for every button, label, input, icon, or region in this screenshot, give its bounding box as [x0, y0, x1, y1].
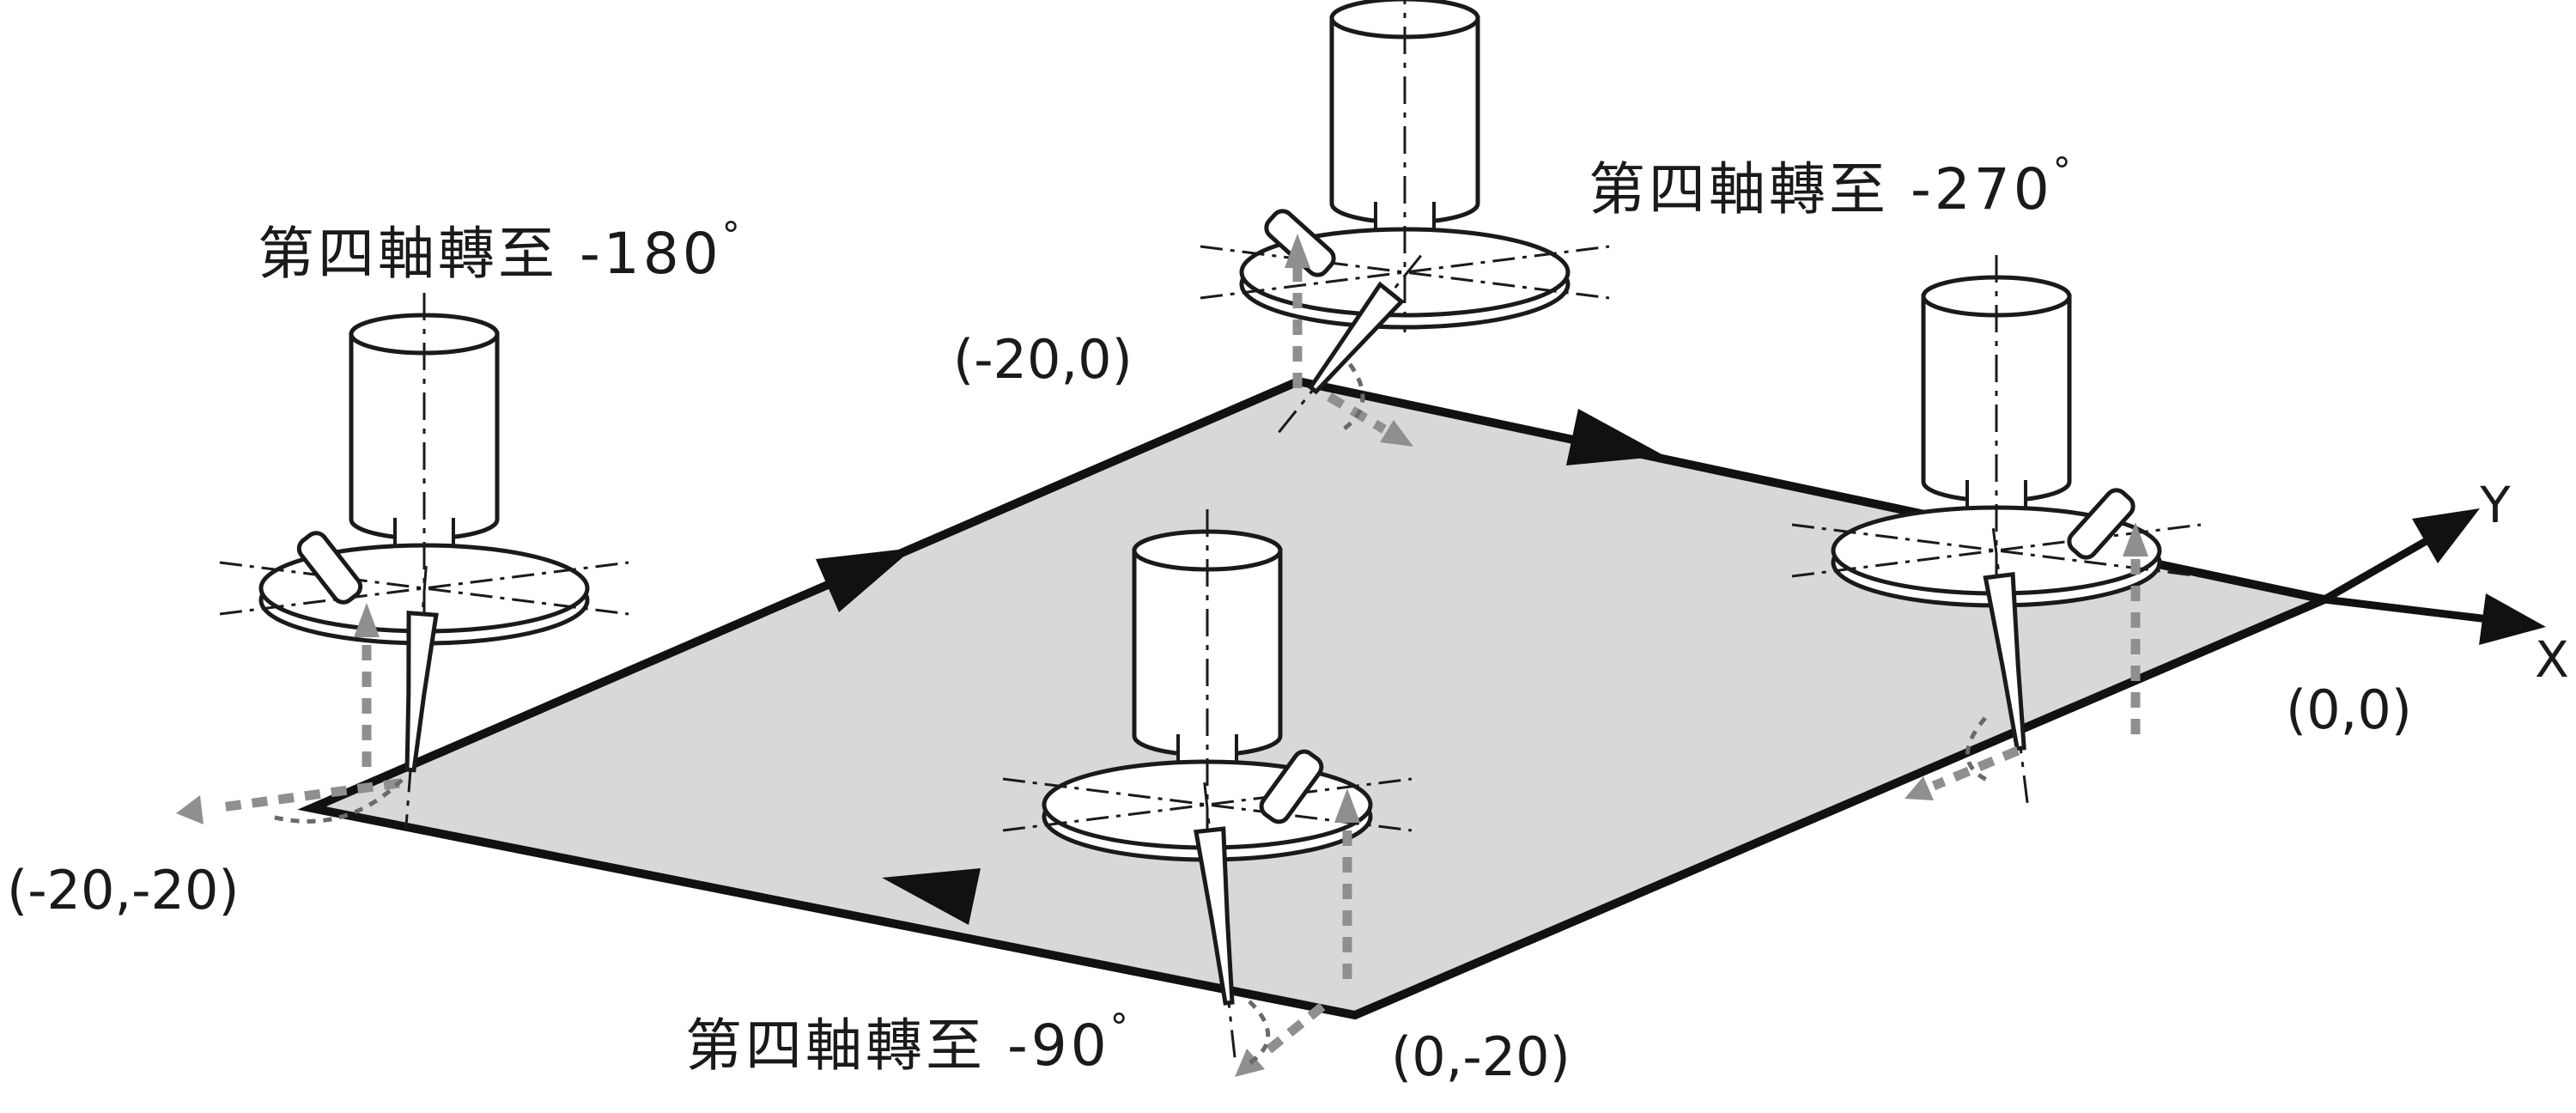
- diagonal-arrow-icon: [1380, 420, 1413, 447]
- toolpath-direction-arrows: [816, 409, 1665, 925]
- spindle-assembly-180: [220, 293, 629, 830]
- x-axis-line: [2324, 595, 2489, 623]
- y-axis-line: [2322, 532, 2438, 603]
- spindle-assembly-90: [1003, 509, 1412, 1061]
- label-rotation-270: 第四軸轉至 -270°: [1589, 149, 2075, 222]
- spindle-assembly-270: [1200, 0, 1609, 436]
- probe-tool: [1275, 254, 1422, 436]
- spindle-assembly-origin: [1792, 255, 2201, 806]
- edge-arrow-up-right-icon: [816, 548, 914, 612]
- reference-pin: [296, 531, 363, 605]
- y-axis-arrow-icon: [2412, 508, 2480, 563]
- label-rotation-90: 第四軸轉至 -90°: [685, 1006, 1132, 1079]
- coord-label-bottom: (0,-20): [1391, 1025, 1571, 1088]
- coord-label-left: (-20,-20): [7, 859, 240, 921]
- coord-label-top: (-20,0): [953, 328, 1133, 391]
- probe-tool: [1194, 782, 1236, 1061]
- up-arrow-icon: [2123, 522, 2148, 556]
- label-rotation-180: 第四軸轉至 -180°: [258, 214, 744, 287]
- up-arrow-icon: [354, 603, 380, 637]
- coordinate-axes: [2322, 508, 2546, 645]
- left-arrow-icon: [176, 795, 204, 824]
- probe-tool: [404, 565, 439, 830]
- coord-label-origin: (0,0): [2286, 678, 2412, 741]
- x-axis-label: X: [2535, 630, 2569, 689]
- reference-pin: [2067, 488, 2136, 560]
- diagonal-arrow-icon: [1905, 776, 1934, 800]
- up-arrow-icon: [1285, 234, 1310, 268]
- edge-arrow-right-icon: [1566, 409, 1665, 465]
- edge-arrow-left-icon: [882, 868, 981, 925]
- reference-pin: [1259, 749, 1324, 824]
- up-arrow-icon: [1334, 788, 1360, 823]
- probe-tool: [1983, 528, 2030, 806]
- x-axis-arrow-icon: [2479, 593, 2546, 645]
- diagonal-arrow-icon: [1235, 1049, 1265, 1077]
- y-axis-label: Y: [2479, 476, 2511, 534]
- rotation-hooks: [267, 362, 1992, 1067]
